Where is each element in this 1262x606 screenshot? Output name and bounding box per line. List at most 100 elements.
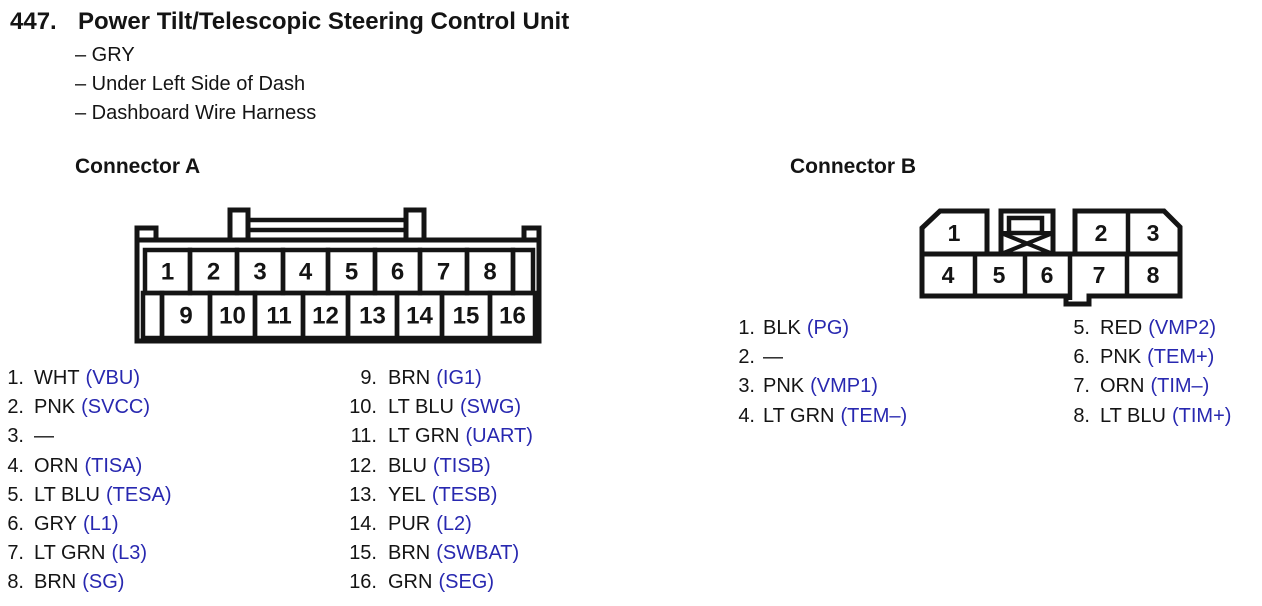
pin-row: 1.BLK(PG) [727,314,907,343]
pin-number: 7. [7,542,24,565]
wire-color: WHT [34,367,80,389]
pin-number: 14. [349,513,377,536]
signal-name: (TESB) [431,483,498,506]
pin-row: 8.BRN(SG) [0,568,172,597]
pin-cell-label: 8 [1147,262,1160,288]
signal-name: (PG) [806,317,850,339]
wire-color: BLU [388,454,427,477]
page-number: 447. [10,8,57,35]
signal-name: (TIM+) [1171,404,1232,427]
signal-name: (SEG) [438,571,495,594]
pin-2-3-box [1072,208,1183,254]
pin-row: 4.LT GRN(TEM–) [727,402,907,431]
pin-cell-label: 7 [1093,262,1106,288]
pin-row: 4.ORN(TISA) [0,452,172,481]
pin-row: 9.BRN(IG1) [330,364,533,393]
pin-cell [487,290,538,341]
signal-name: (SWG) [459,396,522,419]
signal-name: (L2) [436,513,472,536]
pin-cell-label: 11 [266,303,291,330]
pin-number: 15. [349,542,377,565]
pin-cell-label: 16 [499,303,526,330]
signal-name: (VBU) [85,367,140,389]
wire-color: GRN [388,571,433,594]
wire-color: LT BLU [1100,404,1166,427]
pin-row: 3.— [0,422,172,451]
pin-cell-label: 5 [993,262,1006,288]
pin-number: 3. [738,375,755,398]
wire-color: ORN [1100,375,1145,398]
pin-number: 2. [7,396,24,419]
pin-cell-label: 9 [179,303,192,330]
pin-row: 7. LT GRN(L3) [0,539,172,568]
pin-cell-label: 5 [345,259,358,286]
pin-row: 6. PNK(TEM+) [1048,343,1231,372]
detail-line: – Under Left Side of Dash [75,73,306,95]
wire-color: LT GRN [388,425,460,448]
pin-number: 11. [350,425,377,448]
corner-tab-left [134,225,159,240]
latch-cross [1000,231,1054,256]
pin-cell-label: 1 [161,259,174,286]
pin-row: 10. LT BLU(SWG) [330,393,533,422]
latch-inner [1006,215,1045,236]
wire-color: — [763,346,783,369]
pin-row: 6.GRY(L1) [0,510,172,539]
signal-name: (SG) [82,571,125,594]
blank-slot [510,247,536,296]
wire-color: BRN [388,542,431,565]
pin-number: 8. [1073,404,1090,427]
signal-name: (IG1) [436,367,482,389]
pin-cell-label: 6 [391,259,404,286]
signal-name: (SWBAT) [436,542,520,565]
wire-color: LT GRN [763,404,835,427]
pin-row: 12.BLU(TISB) [330,452,533,481]
wire-color: LT BLU [34,483,100,506]
pin-number: 3. [7,425,24,448]
pin-number: 10. [349,396,377,419]
pin-number: 4. [738,404,755,427]
pin-cell-label: 13 [359,303,386,330]
detail-line: – Dashboard Wire Harness [75,102,317,124]
signal-name: (TEM+) [1147,346,1215,369]
pin-cell-label: 4 [299,259,313,286]
pin-row: 14.PUR(L2) [330,510,533,539]
corner-tab-right [521,225,542,240]
pin-number: 6. [1073,346,1090,369]
wire-color: LT BLU [388,396,454,419]
pin-cell-label: 2 [207,259,220,286]
pin-1-box [919,208,990,254]
detail-lines: – GRY– Under Left Side of Dash– Dashboar… [75,41,316,128]
pin-number: 16. [349,571,377,594]
signal-name: (TESA) [105,483,172,506]
pin-row: 13.YEL(TESB) [330,481,533,510]
pin-number: 2. [738,346,755,369]
pin-cell-label: 12 [312,303,339,330]
signal-name: (UART) [465,425,533,448]
wire-color: LT GRN [34,542,106,565]
signal-name: (L1) [82,513,119,536]
signal-name: (L3) [111,542,148,565]
pin-row: 5.RED(VMP2) [1048,314,1231,343]
wire-color: RED [1100,317,1143,339]
page-title: Power Tilt/Telescopic Steering Control U… [78,8,570,35]
pin-cell-label: 2 [1095,220,1108,246]
pin-number: 5. [7,483,24,506]
connector-a-pinlist-left: 1.WHT(VBU)2.PNK(SVCC)3.—4.ORN(TISA)5.LT … [0,364,172,598]
wire-color: PNK [1100,346,1142,369]
pin-cell-label: 3 [253,259,266,286]
pin-number: 8. [7,571,24,594]
pin-cell-label: 15 [453,303,480,330]
wire-color: PNK [763,375,805,398]
pin-number: 13. [349,483,377,506]
latch-prong-left [227,207,251,242]
pin-number: 4. [7,454,24,477]
connector-a-heading: Connector A [75,155,201,178]
connector-b-heading: Connector B [790,155,916,178]
pin-row: 16. GRN(SEG) [330,568,533,597]
pin-number: 7. [1073,375,1090,398]
